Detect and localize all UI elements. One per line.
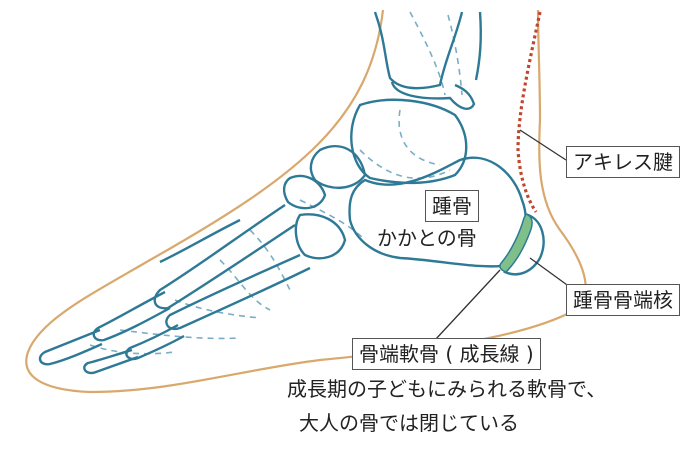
apophysis-label: 踵骨骨端核 (566, 284, 680, 316)
toe-bones (38, 290, 185, 375)
caption-line-2: 大人の骨では閉じている (299, 411, 519, 435)
calcaneus-title-text: 踵骨 (432, 194, 472, 218)
apophysis-text: 踵骨骨端核 (573, 288, 673, 312)
hidden-bone-dashes (89, 11, 463, 355)
calcaneus-title-label: 踵骨 (425, 190, 479, 222)
growth-plate-text: 骨端軟骨 ( 成長線 ) (359, 342, 534, 366)
achilles-tendon-line (516, 11, 542, 213)
achilles-tendon-text: アキレス腱 (573, 150, 673, 174)
foot-skin-outline (25, 9, 587, 394)
growth-plate (499, 213, 533, 273)
calcaneus-subtitle: かかとの骨 (377, 226, 477, 250)
metatarsal-bones (153, 204, 311, 331)
midfoot-bones (282, 145, 367, 260)
achilles-tendon-label: アキレス腱 (566, 146, 680, 178)
caption-line-1: 成長期の子どもにみられる軟骨で、 (287, 377, 607, 401)
growth-plate-label: 骨端軟骨 ( 成長線 ) (352, 338, 541, 370)
talus-bone (350, 98, 468, 185)
leg-bones (373, 11, 482, 110)
